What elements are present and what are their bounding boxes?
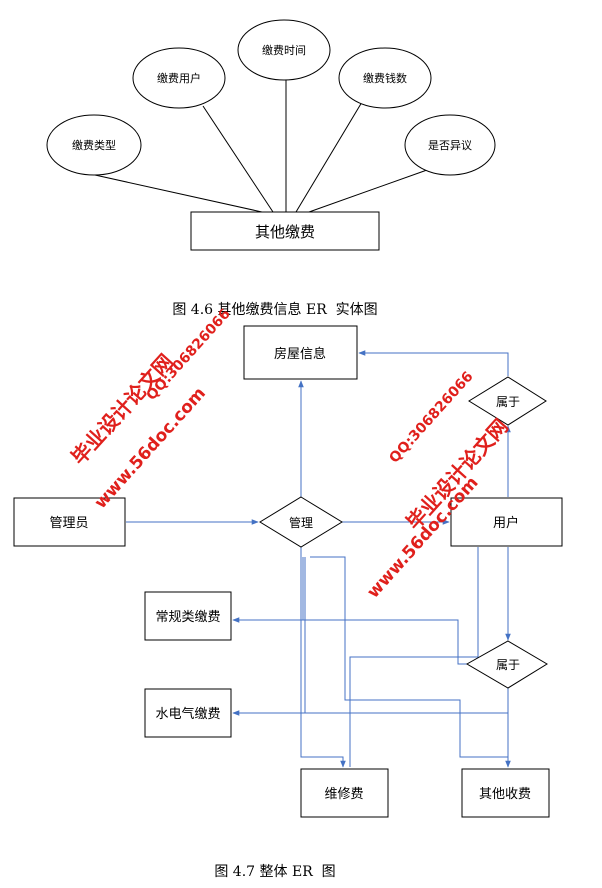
entity-other-income-label: 其他收费 — [479, 787, 531, 802]
attribute-amount — [338, 47, 432, 109]
entity-regular-fee-label: 常规类缴费 — [155, 610, 220, 625]
figure-4-7-caption: 图 4.7 整体 ER 图 — [214, 864, 335, 880]
relation-belong-bottom — [465, 640, 548, 689]
edge-user-repair — [349, 547, 479, 767]
entity-utility-fee-label: 水电气缴费 — [155, 706, 220, 722]
watermark-left-title: 毕业设计论文网 — [66, 349, 178, 469]
watermark-left-url: www.56doc.com — [91, 384, 210, 513]
line-dispute — [308, 169, 428, 213]
figure-4-7: 房屋信息 管理员 用户 常规类缴费 水电气缴费 维修费 其他收费 管理 属于 属… — [13, 325, 563, 880]
attribute-time — [237, 19, 331, 81]
relation-manage-label: 管理 — [289, 515, 313, 530]
relation-belong-bottom-label: 属于 — [496, 658, 520, 672]
entity-admin — [13, 497, 126, 547]
figure-4-6-caption: 图 4.6 其他缴费信息 ER 实体图 — [172, 301, 377, 318]
entity-other-income — [461, 768, 550, 818]
attribute-amount-label: 缴费钱数 — [363, 71, 407, 85]
line-user — [202, 105, 274, 213]
edge-manage-repair — [300, 547, 346, 768]
edge-manage-regular — [233, 557, 304, 621]
line-amount — [295, 101, 363, 213]
attribute-type — [46, 114, 142, 176]
line-type — [94, 174, 263, 213]
attribute-dispute — [404, 114, 496, 176]
watermark-left: 毕业设计论文网 www.56doc.com QQ:306826066 — [66, 306, 233, 513]
figure-4-6: 缴费类型 缴费用户 缴费时间 缴费钱数 是否异议 其他缴费 图 4.6 其他缴费… — [46, 19, 496, 318]
attribute-user — [132, 47, 226, 109]
relation-manage — [259, 496, 343, 548]
entity-house — [243, 325, 358, 380]
attribute-dispute-label: 是否异议 — [428, 139, 472, 152]
relation-belong-top-label: 属于 — [496, 395, 520, 409]
entity-user — [450, 497, 563, 547]
edge-belong-top-house — [358, 350, 509, 376]
entity-repair-fee-label: 维修费 — [324, 787, 363, 802]
edge-manage-utility — [233, 557, 306, 714]
attribute-type-label: 缴费类型 — [72, 138, 116, 152]
relation-belong-top — [468, 376, 547, 426]
entity-utility-fee — [144, 688, 232, 738]
attribute-time-label: 缴费时间 — [262, 43, 306, 57]
attribute-lines — [94, 80, 428, 213]
entity-other-fee-label: 其他缴费 — [255, 223, 315, 241]
entity-user-label: 用户 — [493, 515, 519, 531]
connectors — [126, 350, 511, 768]
attribute-user-label: 缴费用户 — [157, 71, 201, 85]
entity-other-fee — [190, 211, 380, 251]
edge-manage-other-a — [310, 556, 508, 758]
entity-repair-fee — [300, 768, 389, 818]
entity-house-label: 房屋信息 — [274, 346, 326, 362]
entity-admin-label: 管理员 — [49, 516, 88, 531]
entity-regular-fee — [144, 591, 232, 641]
